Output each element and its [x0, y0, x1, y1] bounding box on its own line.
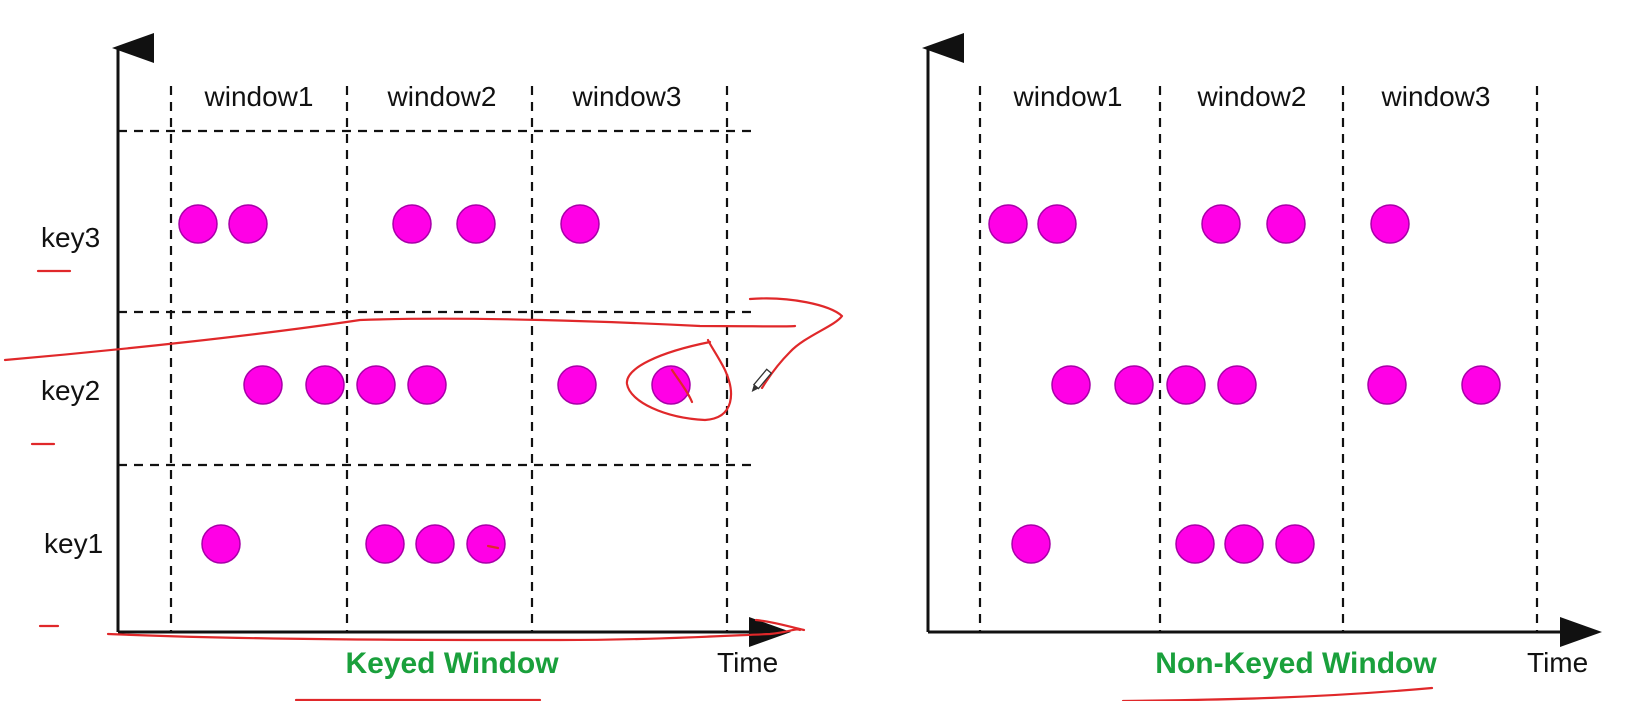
- pen-cursor-icon: [751, 368, 773, 392]
- event-dot: [305, 365, 345, 405]
- event-dot: [557, 365, 597, 405]
- annotation-stroke: [3, 317, 797, 362]
- event-dot: [201, 524, 241, 564]
- event-dot: [1051, 365, 1091, 405]
- event-dot: [243, 365, 283, 405]
- non-keyed-window-label: window3: [1381, 81, 1491, 112]
- keyed-events: [178, 204, 691, 564]
- pen-annotations: [3, 269, 1434, 701]
- event-dot: [228, 204, 268, 244]
- event-dot: [1114, 365, 1154, 405]
- annotation-stroke: [754, 618, 806, 632]
- event-dot: [1266, 204, 1306, 244]
- event-dot: [466, 524, 506, 564]
- event-dot: [988, 204, 1028, 244]
- event-dot: [365, 524, 405, 564]
- event-dot: [1217, 365, 1257, 405]
- event-dot: [651, 365, 691, 405]
- keyed-key-label: key2: [41, 375, 100, 406]
- event-dot: [1166, 365, 1206, 405]
- keyed-window-label: window1: [204, 81, 314, 112]
- non-keyed-window-panel: window1 window2 window3 Time Non-Keyed W…: [922, 33, 1602, 680]
- keyed-window-panel: window1 window2 window3 key3 key2 key1 T…: [41, 33, 791, 680]
- event-dot: [415, 524, 455, 564]
- event-dot: [1367, 365, 1407, 405]
- keyed-key-label: key1: [44, 528, 103, 559]
- non-keyed-window-title: Non-Keyed Window: [1155, 647, 1437, 680]
- event-dot: [356, 365, 396, 405]
- event-dot: [1175, 524, 1215, 564]
- non-keyed-window-label: window1: [1013, 81, 1123, 112]
- annotation-stroke: [106, 628, 802, 642]
- event-dot: [1370, 204, 1410, 244]
- non-keyed-events: [988, 204, 1501, 564]
- annotation-stroke: [1121, 686, 1434, 701]
- keyed-time-label: Time: [717, 647, 778, 678]
- annotation-stroke: [748, 297, 844, 390]
- keyed-window-label: window2: [387, 81, 497, 112]
- event-dot: [560, 204, 600, 244]
- non-keyed-time-label: Time: [1527, 647, 1588, 678]
- event-dot: [1224, 524, 1264, 564]
- event-dot: [1011, 524, 1051, 564]
- event-dot: [407, 365, 447, 405]
- event-dot: [456, 204, 496, 244]
- keyed-window-title: Keyed Window: [345, 647, 559, 680]
- event-dot: [1275, 524, 1315, 564]
- event-dot: [1461, 365, 1501, 405]
- event-dot: [178, 204, 218, 244]
- event-dot: [1201, 204, 1241, 244]
- annotation-stroke: [486, 544, 500, 550]
- event-dot: [1037, 204, 1077, 244]
- keyed-window-label: window3: [572, 81, 682, 112]
- non-keyed-window-label: window2: [1197, 81, 1307, 112]
- event-dot: [392, 204, 432, 244]
- keyed-key-label: key3: [41, 222, 100, 253]
- annotation-stroke: [625, 338, 733, 422]
- annotation-stroke: [670, 368, 694, 404]
